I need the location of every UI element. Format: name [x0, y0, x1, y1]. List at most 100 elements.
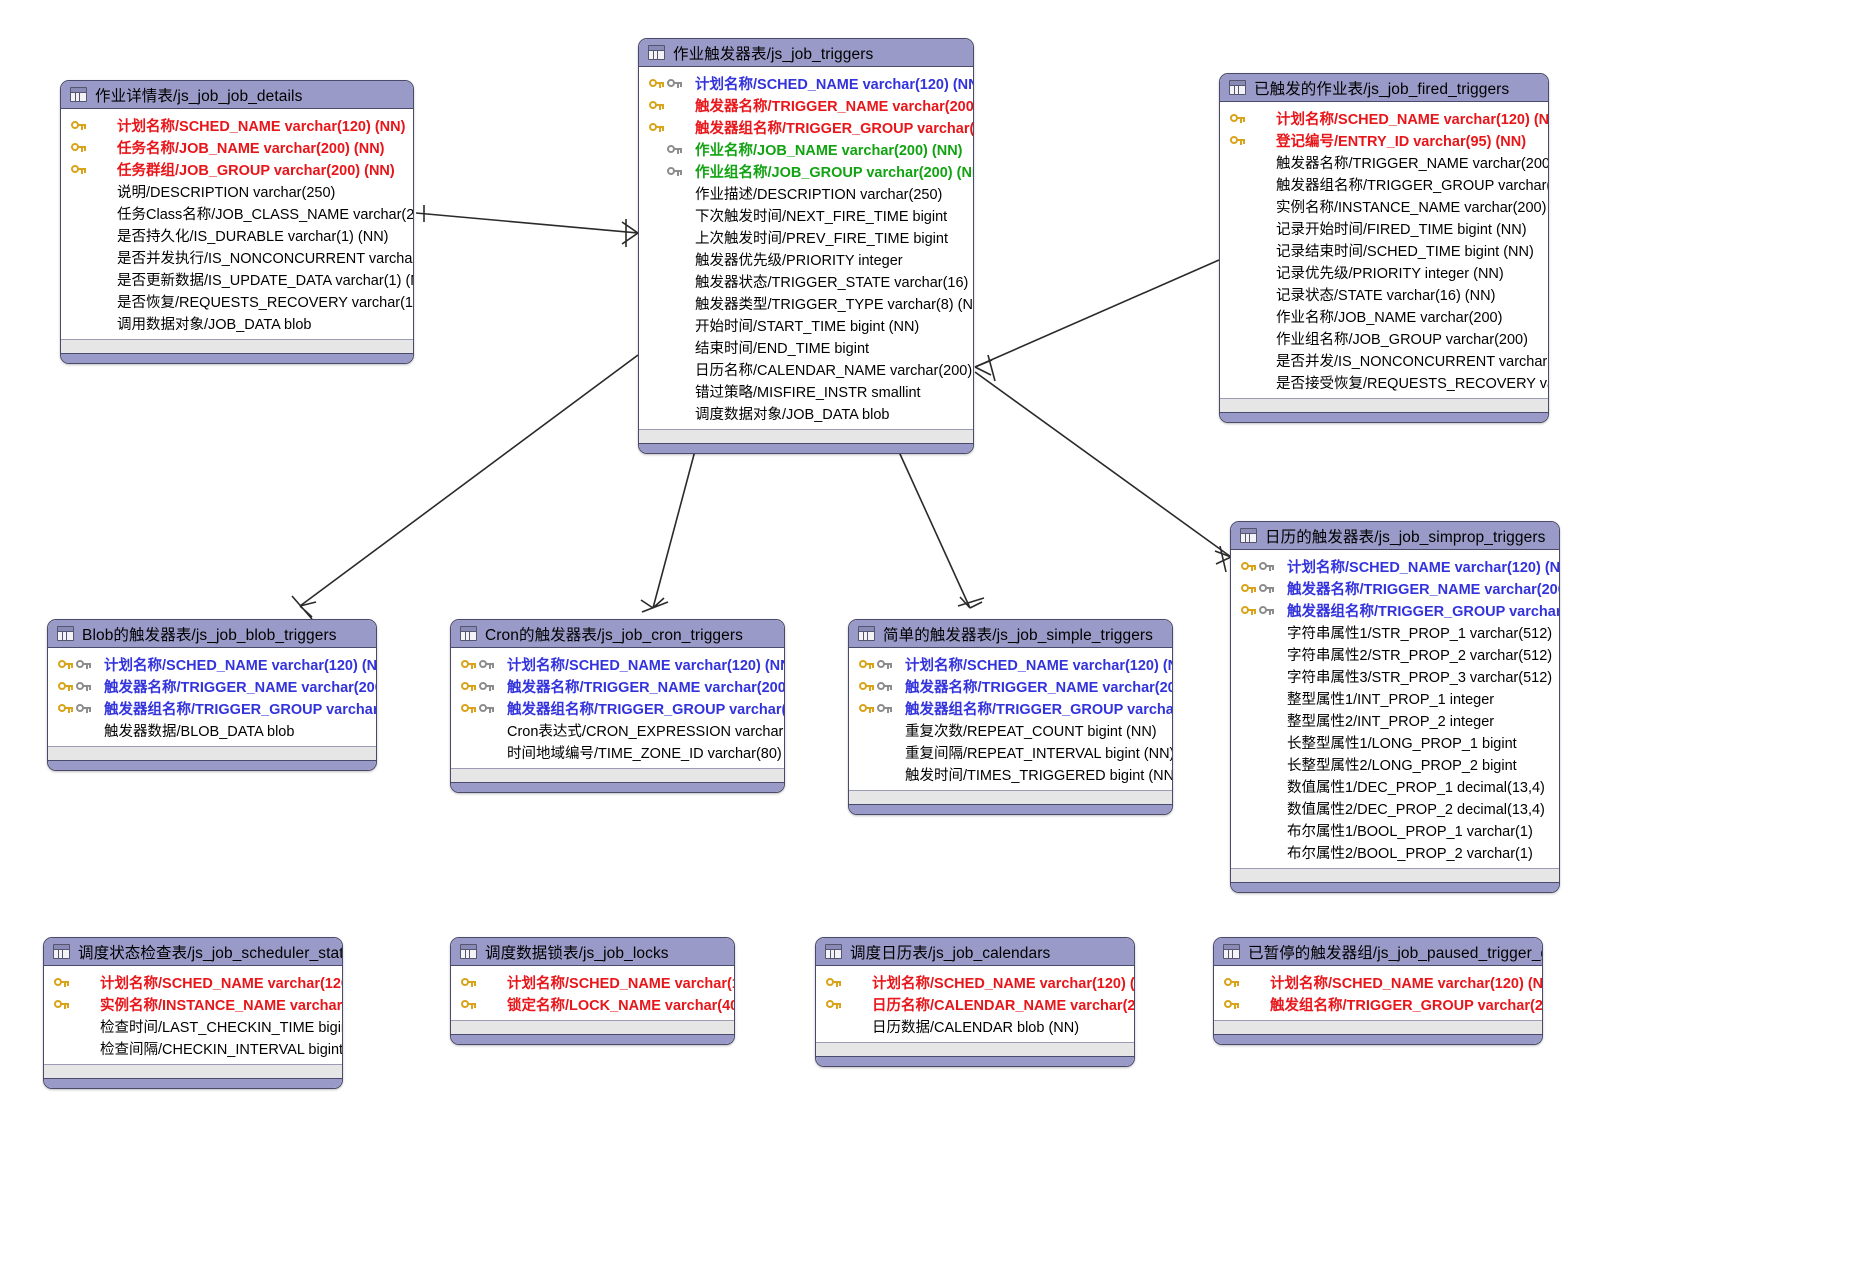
column-row[interactable]: 作业名称/JOB_NAME varchar(200) (NN) [639, 138, 973, 160]
entity-simple_triggers[interactable]: 简单的触发器表/js_job_simple_triggers 计划名称/SCHED… [848, 619, 1173, 815]
column-row[interactable]: 布尔属性2/BOOL_PROP_2 varchar(1) [1231, 841, 1559, 863]
column-row[interactable]: 触发器名称/TRIGGER_NAME varchar(200) (NN) [48, 675, 376, 697]
column-row[interactable]: 计划名称/SCHED_NAME varchar(120) (NN) [1214, 971, 1542, 993]
entity-header-cron_triggers[interactable]: Cron的触发器表/js_job_cron_triggers [451, 620, 784, 648]
column-row[interactable]: 日历数据/CALENDAR blob (NN) [816, 1015, 1134, 1037]
column-row[interactable]: 任务名称/JOB_NAME varchar(200) (NN) [61, 136, 413, 158]
entity-header-fired_triggers[interactable]: 已触发的作业表/js_job_fired_triggers [1220, 74, 1548, 102]
column-row[interactable]: 下次触发时间/NEXT_FIRE_TIME bigint [639, 204, 973, 226]
column-row[interactable]: 触发时间/TIMES_TRIGGERED bigint (NN) [849, 763, 1172, 785]
column-row[interactable]: 触发器类型/TRIGGER_TYPE varchar(8) (NN) [639, 292, 973, 314]
column-row[interactable]: 数值属性2/DEC_PROP_2 decimal(13,4) [1231, 797, 1559, 819]
entity-job_details[interactable]: 作业详情表/js_job_job_details 计划名称/SCHED_NAME … [60, 80, 414, 364]
entity-calendars[interactable]: 调度日历表/js_job_calendars 计划名称/SCHED_NAME va… [815, 937, 1135, 1067]
column-row[interactable]: 锁定名称/LOCK_NAME varchar(40) (NN) [451, 993, 734, 1015]
column-row[interactable]: 重复次数/REPEAT_COUNT bigint (NN) [849, 719, 1172, 741]
entity-header-paused_trigger_grps[interactable]: 已暂停的触发器组/js_job_paused_trigger_grps [1214, 938, 1542, 966]
column-row[interactable]: 计划名称/SCHED_NAME varchar(120) (NN) [451, 653, 784, 675]
column-row[interactable]: 计划名称/SCHED_NAME varchar(120) (NN) [44, 971, 342, 993]
entity-header-simprop_triggers[interactable]: 日历的触发器表/js_job_simprop_triggers [1231, 522, 1559, 550]
column-row[interactable]: 计划名称/SCHED_NAME varchar(120) (NN) [1220, 107, 1548, 129]
column-row[interactable]: 触发器状态/TRIGGER_STATE varchar(16) (NN) [639, 270, 973, 292]
column-row[interactable]: 触发器名称/TRIGGER_NAME varchar(200) (NN) [639, 94, 973, 116]
column-row[interactable]: 触发器组名称/TRIGGER_GROUP varchar(200) (NN) [639, 116, 973, 138]
column-row[interactable]: 检查时间/LAST_CHECKIN_TIME bigint (NN) [44, 1015, 342, 1037]
column-row[interactable]: 布尔属性1/BOOL_PROP_1 varchar(1) [1231, 819, 1559, 841]
column-row[interactable]: 长整型属性1/LONG_PROP_1 bigint [1231, 731, 1559, 753]
column-row[interactable]: 日历名称/CALENDAR_NAME varchar(200) (NN) [816, 993, 1134, 1015]
column-row[interactable]: 数值属性1/DEC_PROP_1 decimal(13,4) [1231, 775, 1559, 797]
column-row[interactable]: 日历名称/CALENDAR_NAME varchar(200) [639, 358, 973, 380]
column-row[interactable]: 计划名称/SCHED_NAME varchar(120) (NN) [1231, 555, 1559, 577]
entity-fired_triggers[interactable]: 已触发的作业表/js_job_fired_triggers 计划名称/SCHED_… [1219, 73, 1549, 423]
column-row[interactable]: 是否持久化/IS_DURABLE varchar(1) (NN) [61, 224, 413, 246]
entity-scheduler_state[interactable]: 调度状态检查表/js_job_scheduler_state 计划名称/SCHED… [43, 937, 343, 1089]
column-row[interactable]: 触发器名称/TRIGGER_NAME varchar(200) (NN) [849, 675, 1172, 697]
column-row[interactable]: Cron表达式/CRON_EXPRESSION varchar(120) (NN… [451, 719, 784, 741]
column-row[interactable]: 字符串属性1/STR_PROP_1 varchar(512) [1231, 621, 1559, 643]
column-row[interactable]: 说明/DESCRIPTION varchar(250) [61, 180, 413, 202]
column-row[interactable]: 触发组名称/TRIGGER_GROUP varchar(200) (NN) [1214, 993, 1542, 1015]
column-row[interactable]: 触发器名称/TRIGGER_NAME varchar(200) (NN) [1220, 151, 1548, 173]
entity-header-job_details[interactable]: 作业详情表/js_job_job_details [61, 81, 413, 109]
column-row[interactable]: 任务Class名称/JOB_CLASS_NAME varchar(250) (N… [61, 202, 413, 224]
column-row[interactable]: 实例名称/INSTANCE_NAME varchar(200) (NN) [44, 993, 342, 1015]
column-row[interactable]: 作业名称/JOB_NAME varchar(200) [1220, 305, 1548, 327]
column-row[interactable]: 作业组名称/JOB_GROUP varchar(200) [1220, 327, 1548, 349]
column-row[interactable]: 触发器组名称/TRIGGER_GROUP varchar(200) (NN) [849, 697, 1172, 719]
column-row[interactable]: 触发器组名称/TRIGGER_GROUP varchar(200) (NN) [1220, 173, 1548, 195]
entity-paused_trigger_grps[interactable]: 已暂停的触发器组/js_job_paused_trigger_grps 计划名称/… [1213, 937, 1543, 1045]
column-row[interactable]: 记录状态/STATE varchar(16) (NN) [1220, 283, 1548, 305]
entity-triggers[interactable]: 作业触发器表/js_job_triggers 计划名称/SCHED_NAME va… [638, 38, 974, 454]
entity-header-calendars[interactable]: 调度日历表/js_job_calendars [816, 938, 1134, 966]
column-row[interactable]: 触发器名称/TRIGGER_NAME varchar(200) (NN) [1231, 577, 1559, 599]
entity-simprop_triggers[interactable]: 日历的触发器表/js_job_simprop_triggers 计划名称/SCHE… [1230, 521, 1560, 893]
column-row[interactable]: 计划名称/SCHED_NAME varchar(120) (NN) [61, 114, 413, 136]
column-row[interactable]: 长整型属性2/LONG_PROP_2 bigint [1231, 753, 1559, 775]
column-row[interactable]: 触发器组名称/TRIGGER_GROUP varchar(200) (NN) [451, 697, 784, 719]
column-row[interactable]: 调用数据对象/JOB_DATA blob [61, 312, 413, 334]
entity-header-blob_triggers[interactable]: Blob的触发器表/js_job_blob_triggers [48, 620, 376, 648]
column-row[interactable]: 字符串属性3/STR_PROP_3 varchar(512) [1231, 665, 1559, 687]
column-row[interactable]: 是否并发/IS_NONCONCURRENT varchar(1) [1220, 349, 1548, 371]
column-row[interactable]: 记录优先级/PRIORITY integer (NN) [1220, 261, 1548, 283]
column-row[interactable]: 触发器组名称/TRIGGER_GROUP varchar(200) (NN) [48, 697, 376, 719]
entity-blob_triggers[interactable]: Blob的触发器表/js_job_blob_triggers 计划名称/SCHED… [47, 619, 377, 771]
entity-header-simple_triggers[interactable]: 简单的触发器表/js_job_simple_triggers [849, 620, 1172, 648]
column-row[interactable]: 时间地域编号/TIME_ZONE_ID varchar(80) [451, 741, 784, 763]
column-row[interactable]: 记录开始时间/FIRED_TIME bigint (NN) [1220, 217, 1548, 239]
column-row[interactable]: 计划名称/SCHED_NAME varchar(120) (NN) [48, 653, 376, 675]
column-row[interactable]: 计划名称/SCHED_NAME varchar(120) (NN) [451, 971, 734, 993]
column-row[interactable]: 触发器名称/TRIGGER_NAME varchar(200) (NN) [451, 675, 784, 697]
column-row[interactable]: 触发器优先级/PRIORITY integer [639, 248, 973, 270]
column-row[interactable]: 是否并发执行/IS_NONCONCURRENT varchar(1) (NN) [61, 246, 413, 268]
column-row[interactable]: 整型属性1/INT_PROP_1 integer [1231, 687, 1559, 709]
column-row[interactable]: 开始时间/START_TIME bigint (NN) [639, 314, 973, 336]
entity-header-locks[interactable]: 调度数据锁表/js_job_locks [451, 938, 734, 966]
column-row[interactable]: 计划名称/SCHED_NAME varchar(120) (NN) [816, 971, 1134, 993]
column-row[interactable]: 触发器数据/BLOB_DATA blob [48, 719, 376, 741]
column-row[interactable]: 记录结束时间/SCHED_TIME bigint (NN) [1220, 239, 1548, 261]
column-row[interactable]: 实例名称/INSTANCE_NAME varchar(200) (NN) [1220, 195, 1548, 217]
column-row[interactable]: 任务群组/JOB_GROUP varchar(200) (NN) [61, 158, 413, 180]
column-row[interactable]: 计划名称/SCHED_NAME varchar(120) (NN) [639, 72, 973, 94]
column-row[interactable]: 字符串属性2/STR_PROP_2 varchar(512) [1231, 643, 1559, 665]
column-row[interactable]: 计划名称/SCHED_NAME varchar(120) (NN) [849, 653, 1172, 675]
column-row[interactable]: 是否恢复/REQUESTS_RECOVERY varchar(1) (NN) [61, 290, 413, 312]
column-row[interactable]: 登记编号/ENTRY_ID varchar(95) (NN) [1220, 129, 1548, 151]
column-row[interactable]: 作业描述/DESCRIPTION varchar(250) [639, 182, 973, 204]
column-row[interactable]: 结束时间/END_TIME bigint [639, 336, 973, 358]
column-row[interactable]: 重复间隔/REPEAT_INTERVAL bigint (NN) [849, 741, 1172, 763]
column-row[interactable]: 错过策略/MISFIRE_INSTR smallint [639, 380, 973, 402]
entity-cron_triggers[interactable]: Cron的触发器表/js_job_cron_triggers 计划名称/SCHED… [450, 619, 785, 793]
column-row[interactable]: 作业组名称/JOB_GROUP varchar(200) (NN) [639, 160, 973, 182]
column-row[interactable]: 是否接受恢复/REQUESTS_RECOVERY varchar(1) [1220, 371, 1548, 393]
column-row[interactable]: 整型属性2/INT_PROP_2 integer [1231, 709, 1559, 731]
column-row[interactable]: 检查间隔/CHECKIN_INTERVAL bigint (NN) [44, 1037, 342, 1059]
entity-header-triggers[interactable]: 作业触发器表/js_job_triggers [639, 39, 973, 67]
column-row[interactable]: 是否更新数据/IS_UPDATE_DATA varchar(1) (NN) [61, 268, 413, 290]
entity-locks[interactable]: 调度数据锁表/js_job_locks 计划名称/SCHED_NAME varch… [450, 937, 735, 1045]
entity-header-scheduler_state[interactable]: 调度状态检查表/js_job_scheduler_state [44, 938, 342, 966]
column-row[interactable]: 调度数据对象/JOB_DATA blob [639, 402, 973, 424]
